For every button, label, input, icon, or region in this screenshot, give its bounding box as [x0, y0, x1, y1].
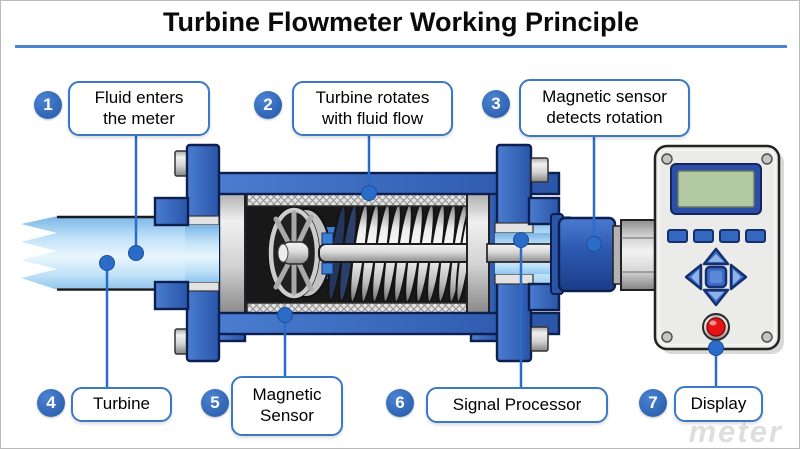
inlet-cutaway-face: [218, 188, 246, 318]
callout-number-1: 1: [34, 91, 62, 119]
panel-screw: [761, 331, 773, 343]
turbine-rotor: [268, 207, 331, 299]
callout-number-5: 5: [201, 389, 229, 417]
callout-label-magnetic-sensor: Magnetic Sensor: [231, 376, 343, 436]
inlet-flange: [153, 143, 221, 363]
dpad-glyphs: [691, 254, 741, 300]
page-title: Turbine Flowmeter Working Principle: [162, 7, 640, 37]
panel-screw: [761, 153, 773, 165]
callout-number-4: 4: [37, 389, 65, 417]
panel-screw: [661, 331, 673, 343]
callout-label-display: Display: [674, 386, 763, 422]
watermark: meter: [688, 414, 783, 449]
function-button[interactable]: [745, 229, 766, 243]
power-button[interactable]: [702, 313, 730, 341]
hex-fitting: [612, 219, 660, 291]
outlet-flange: [486, 143, 564, 363]
callout-label-turbine-rotates: Turbine rotates with fluid flow: [292, 81, 453, 136]
flange-bolt: [530, 157, 549, 183]
function-button[interactable]: [667, 229, 688, 243]
title-underline: [15, 45, 787, 48]
callout-label-signal-processor: Signal Processor: [426, 387, 608, 423]
function-button[interactable]: [693, 229, 714, 243]
callout-label-turbine: Turbine: [71, 387, 172, 422]
panel-screw: [661, 153, 673, 165]
callout-number-3: 3: [482, 90, 510, 118]
callout-number-7: 7: [639, 389, 667, 417]
shaft-bearing-back: [321, 262, 334, 275]
lcd-screen: [677, 170, 755, 208]
function-button[interactable]: [719, 229, 740, 243]
callout-number-2: 2: [254, 91, 282, 119]
callout-number-6: 6: [386, 389, 414, 417]
function-buttons: [667, 229, 766, 243]
outlet-cutaway-face: [466, 190, 490, 316]
callout-label-magnetic-detects: Magnetic sensor detects rotation: [519, 79, 690, 137]
flange-bolt: [530, 326, 549, 352]
shaft-bearing-front: [321, 232, 334, 245]
magnetic-sensor-housing: [550, 213, 617, 295]
callout-label-fluid-enters: Fluid enters the meter: [68, 81, 210, 136]
display-unit: [653, 144, 784, 354]
callout-dots: [99, 185, 724, 356]
callout-connectors: [105, 132, 718, 387]
